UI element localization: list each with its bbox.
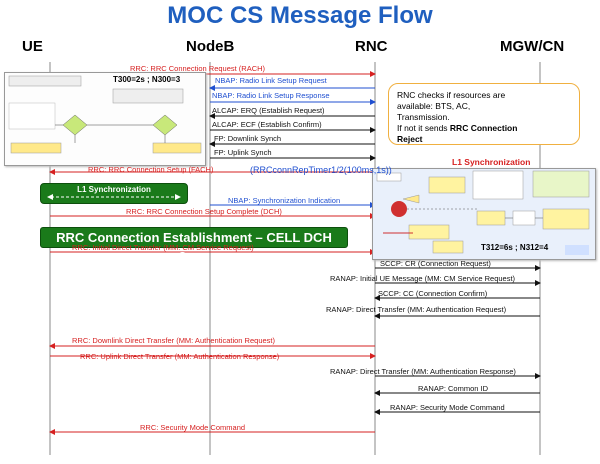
note-line-4-bold: RRC Connection <box>449 123 518 133</box>
message-label: RANAP: Direct Transfer (MM: Authenticati… <box>330 367 516 376</box>
thumb-left-caption: T300=2s ; N300=3 <box>113 75 181 84</box>
state-diagram-sketch <box>8 75 202 154</box>
message-label: RANAP: Initial UE Message (MM: CM Servic… <box>330 274 516 283</box>
note-line-2: available: BTS, AC, <box>397 101 471 111</box>
l1-sync-thumbnail: T312=6s ; N312=4 <box>372 168 596 260</box>
resource-check-note: RNC checks if resources are available: B… <box>388 83 580 145</box>
message-label: RRC: RRC Connection Setup (FACH) <box>88 165 214 174</box>
message-label: RANAP: Security Mode Command <box>390 403 505 412</box>
message-label: RRC: RRC Connection Request (RACH) <box>130 64 266 73</box>
message-label: ALCAP: ECF (Establish Confirm) <box>212 120 322 129</box>
note-line-1: RNC checks if resources are <box>397 90 506 100</box>
message-label: RRC: Downlink Direct Transfer (MM: Authe… <box>72 336 275 345</box>
message-label: ALCAP: ERQ (Establish Request) <box>212 106 325 115</box>
message-label: FP: Uplink Synch <box>214 148 272 157</box>
thumb-right-caption: T312=6s ; N312=4 <box>481 243 549 252</box>
message-label: RRC: Security Mode Command <box>140 423 246 432</box>
entity-mgw-cn: MGW/CN <box>500 38 565 55</box>
message-label: NBAP: Radio Link Setup Response <box>212 91 330 100</box>
note-line-4: If not it sends <box>397 123 450 133</box>
entity-ue: UE <box>22 38 43 55</box>
page-title: MOC CS Message Flow <box>167 2 433 29</box>
l1-sync-pill-label: L1 Synchronization <box>77 185 151 194</box>
message-label: RRC: Uplink Direct Transfer (MM: Authent… <box>80 352 280 361</box>
l1-sync-title: L1 Synchronization <box>452 157 531 167</box>
rrc-timer-note: (RRCconnRepTimer1/2(100ms,1s)) <box>250 165 392 175</box>
entity-nodeb: NodeB <box>186 38 235 55</box>
message-label: SCCP: CC (Connection Confirm) <box>378 289 488 298</box>
l1-sync-double-arrow <box>47 194 181 200</box>
message-label: SCCP: CR (Connection Request) <box>380 259 491 268</box>
rrc-establishment-banner: RRC Connection Establishment – CELL DCH … <box>40 227 348 264</box>
message-label: RRC: RRC Connection Setup Complete (DCH) <box>126 207 282 216</box>
message-label: NBAP: Radio Link Setup Request <box>215 76 327 85</box>
message-label: RANAP: Direct Transfer (MM: Authenticati… <box>326 305 507 314</box>
message-label: FP: Downlink Synch <box>214 134 282 143</box>
message-label: NBAP: Synchronization Indication <box>228 196 341 205</box>
l1-sync-sketch <box>373 169 595 259</box>
message-label: RRC: Initial Direct Transfer (MM: CM Ser… <box>72 243 254 252</box>
message-label: RANAP: Common ID <box>418 384 489 393</box>
l1-sync-pill: L1 Synchronization <box>40 183 188 204</box>
note-line-5-bold: Reject <box>397 134 423 144</box>
state-diagram-thumbnail: T300=2s ; N300=3 <box>4 72 206 166</box>
note-line-3: Transmission. <box>397 112 450 122</box>
entity-rnc: RNC <box>355 38 388 55</box>
